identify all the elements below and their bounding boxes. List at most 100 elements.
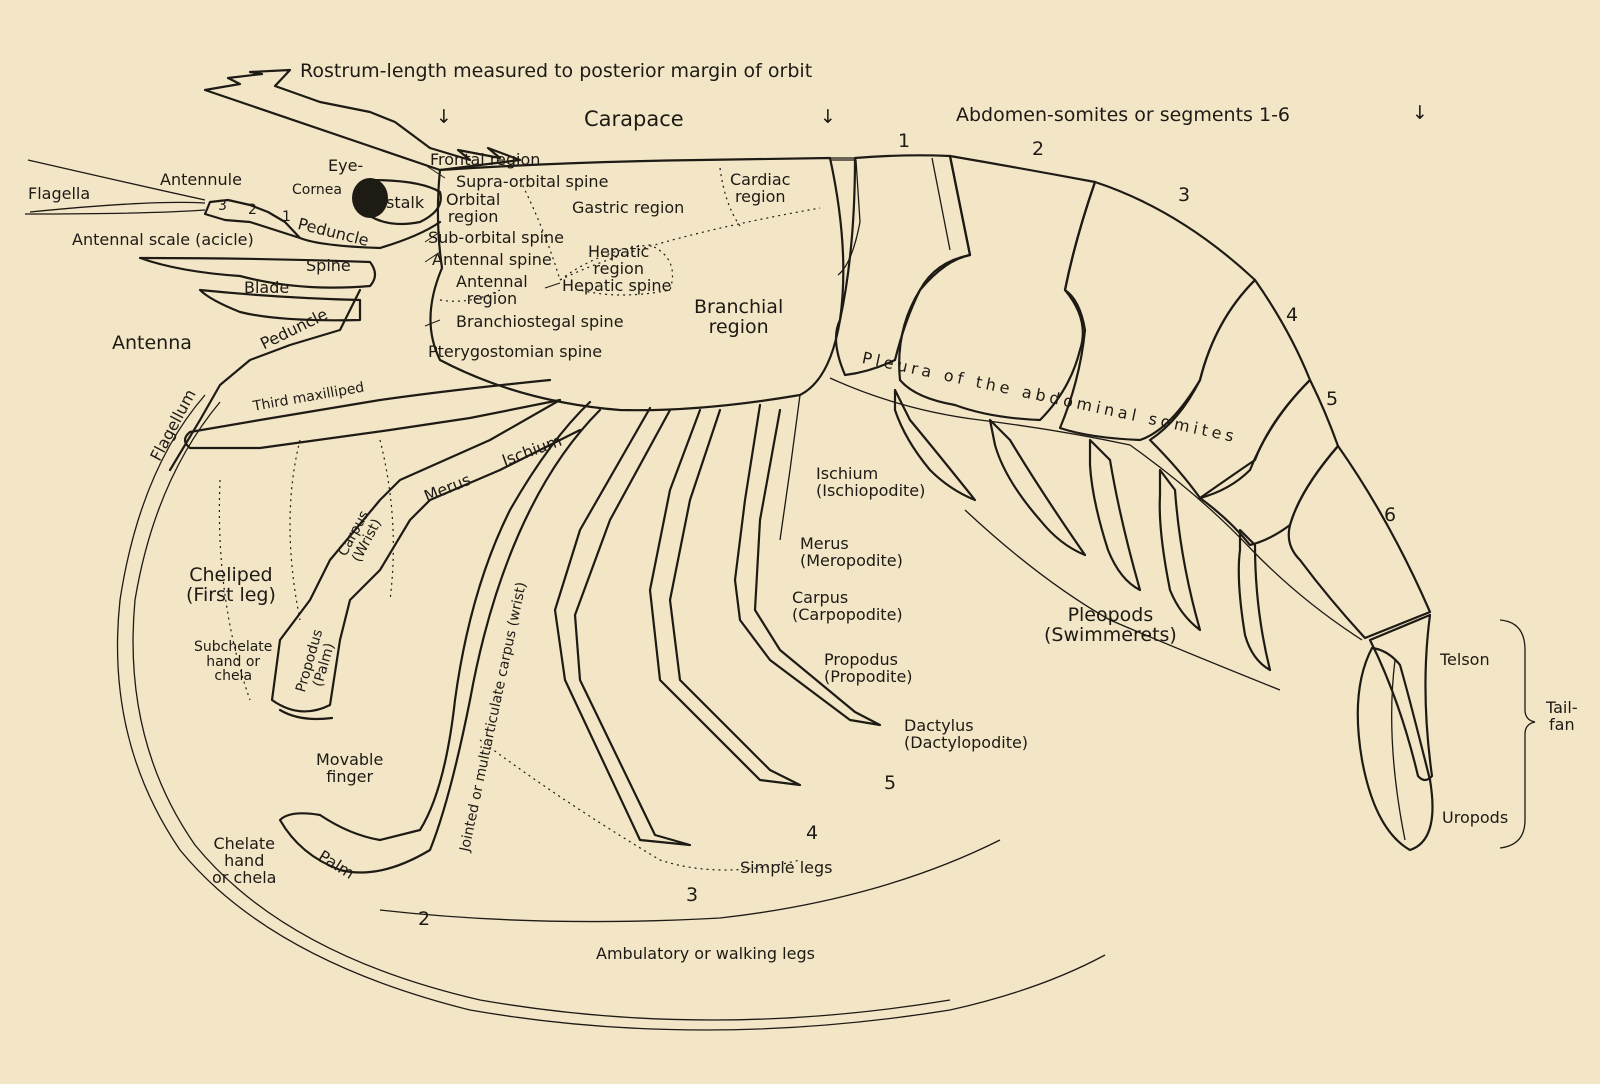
- arrow-carapace-start: ↓: [436, 106, 452, 128]
- abdomen-segment-5: [1198, 378, 1340, 547]
- ambulatory-legs-bracket: [379, 839, 1001, 923]
- abdomen-segment-1: [834, 154, 972, 377]
- telson: [1368, 613, 1434, 782]
- label-carapace: Carapace: [584, 107, 684, 131]
- label-telson: Telson: [1440, 650, 1490, 669]
- antennule-flagella-upper: [27, 159, 206, 201]
- pleopod-5: [1237, 528, 1272, 672]
- label-hepatic-region: Hepatic region: [588, 242, 650, 278]
- label-tail-fan: Tail- fan: [1546, 698, 1578, 734]
- leader-hepatic-spine: [544, 282, 561, 289]
- label-cardiac-region: Cardiac region: [730, 170, 791, 206]
- walking-leg-5: [733, 403, 882, 727]
- label-rostrum: Rostrum-length measured to posterior mar…: [300, 60, 813, 82]
- cheliped-finger: [278, 708, 334, 721]
- label-antennal-region: Antennal region: [456, 272, 528, 308]
- label-merus: Merus (Meropodite): [800, 534, 903, 570]
- leader-antennal-spine: [424, 251, 441, 263]
- label-movable-finger: Movable finger: [316, 750, 384, 786]
- carapace-outline: [429, 156, 845, 412]
- segment-number-2: 2: [1032, 138, 1045, 160]
- antennule-peduncle: [203, 198, 442, 250]
- label-cheliped: Cheliped (First leg): [186, 564, 276, 606]
- label-carpus: Carpus (Carpopodite): [792, 588, 903, 624]
- pleopod-3: [1088, 438, 1142, 592]
- label-antennal-scale: Antennal scale (acicle): [72, 230, 254, 249]
- antennal-scale: [138, 256, 377, 289]
- antennal-boundary: [439, 289, 501, 302]
- third-maxilliped: [183, 378, 562, 450]
- label-cornea: Cornea: [292, 182, 342, 198]
- label-leg-3: 3: [686, 884, 699, 906]
- label-stalk: stalk: [386, 193, 425, 212]
- label-branchiostegal-spine: Branchiostegal spine: [456, 312, 624, 331]
- branchial-boundary: [559, 207, 821, 281]
- label-antennule: Antennule: [160, 170, 242, 189]
- label-uropods: Uropods: [1442, 808, 1509, 827]
- label-pterygostomian-spine: Pterygostomian spine: [428, 342, 603, 361]
- uropod-midrib: [1391, 659, 1406, 841]
- rostrum: [203, 68, 522, 172]
- segment-number-4: 4: [1286, 304, 1299, 326]
- leg-shadow-dots: [218, 439, 394, 701]
- label-orbital-region: Orbital region: [446, 190, 501, 226]
- antenna-flagellum-inner: [132, 401, 951, 1021]
- label-gastric-region: Gastric region: [572, 198, 685, 217]
- label-antenna: Antenna: [112, 332, 192, 354]
- label-supra-orbital-spine: Supra-orbital spine: [456, 172, 609, 191]
- abdomen-segment-3: [1058, 180, 1257, 442]
- label-peduncle-3: 3: [218, 198, 227, 214]
- pleura-fringe: [829, 377, 1363, 641]
- label-propodus: Propodus (Propodite): [824, 650, 913, 686]
- label-frontal-region: Frontal region: [430, 150, 541, 169]
- segment-number-1: 1: [898, 130, 911, 152]
- tail-fan-bracket: [1499, 619, 1536, 849]
- label-chelate: Chelate hand or chela: [212, 834, 277, 887]
- segment-number-5: 5: [1326, 388, 1339, 410]
- pleopod-4: [1158, 468, 1202, 632]
- label-subchelate: Subchelate hand or chela: [194, 639, 273, 685]
- antenna-flagellum-outer: [116, 394, 1106, 1031]
- hepatic-boundary: [519, 179, 674, 296]
- walking-leg-5-inner: [779, 394, 801, 541]
- label-flagella: Flagella: [28, 184, 91, 203]
- segment-number-6: 6: [1384, 504, 1397, 526]
- label-antennal-spine: Antennal spine: [432, 250, 552, 269]
- antennule-flagella: [24, 201, 206, 215]
- antenna-peduncle-line: [168, 288, 362, 472]
- label-ischium: Ischium (Ischiopodite): [816, 464, 926, 500]
- pleopods-bracket: [964, 509, 1281, 691]
- pleopod-2: [988, 418, 1087, 557]
- walking-leg-3: [553, 406, 692, 847]
- pleopod-1: [893, 388, 977, 502]
- label-leg-5: 5: [884, 772, 897, 794]
- arrow-abdomen-end: ↓: [1412, 102, 1428, 124]
- leader-sub-orbital: [424, 231, 441, 243]
- label-peduncle-2: 2: [248, 202, 257, 218]
- label-pleopods: Pleopods (Swimmerets): [1044, 604, 1177, 646]
- segment-1-2-joint: [949, 155, 971, 256]
- label-branchial-region: Branchial region: [694, 296, 784, 338]
- cheliped: [270, 398, 582, 713]
- label-peduncle-1: 1: [282, 209, 291, 225]
- label-eye: Eye-: [328, 156, 364, 175]
- label-leg-4: 4: [806, 822, 819, 844]
- uropods: [1356, 646, 1434, 852]
- label-hepatic-spine: Hepatic spine: [562, 276, 672, 295]
- abdomen-segment-6: [1287, 444, 1432, 640]
- eye-cornea: [352, 178, 388, 218]
- eye-stalk: [368, 178, 442, 226]
- label-sub-orbital-spine: Sub-orbital spine: [428, 228, 565, 247]
- label-ambulatory: Ambulatory or walking legs: [596, 944, 815, 963]
- carapace-posterior-margin: [830, 159, 861, 276]
- segment-number-3: 3: [1178, 184, 1191, 206]
- second-leg: [278, 400, 602, 874]
- label-dactylus: Dactylus (Dactylopodite): [904, 716, 1029, 752]
- label-abdomen: Abdomen-somites or segments 1-6: [956, 104, 1291, 126]
- label-spine: Spine: [306, 256, 351, 275]
- segment-1-ridge: [931, 157, 951, 251]
- label-blade: Blade: [244, 278, 290, 297]
- leader-frontal: [424, 164, 446, 179]
